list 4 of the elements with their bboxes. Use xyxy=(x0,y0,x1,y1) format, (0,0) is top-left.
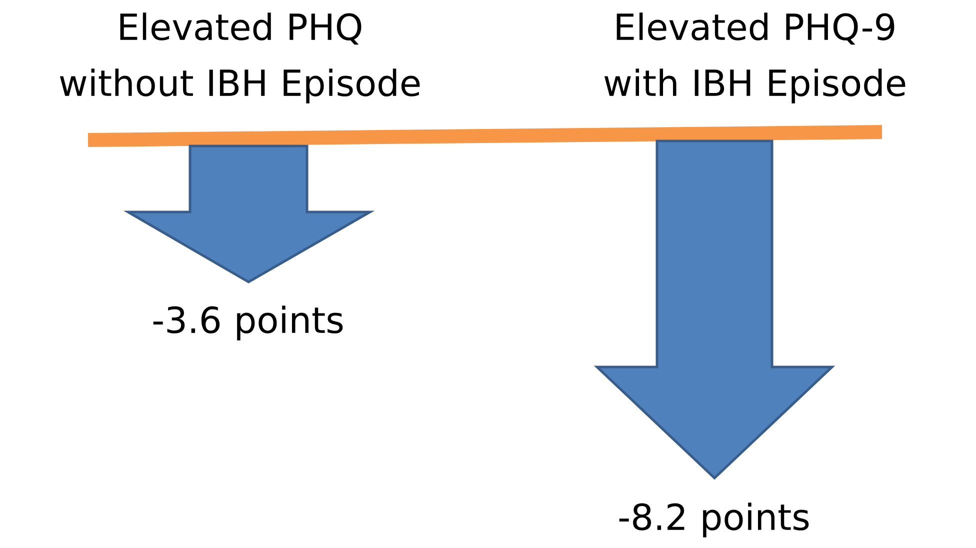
heading: Elevated PHQ without IBH Episode xyxy=(60,12,420,104)
value-label: -3.6 points xyxy=(153,306,343,340)
heading: Elevated PHQ-9 with IBH Episode xyxy=(604,12,906,104)
value-label: -8.2 points xyxy=(619,502,809,538)
